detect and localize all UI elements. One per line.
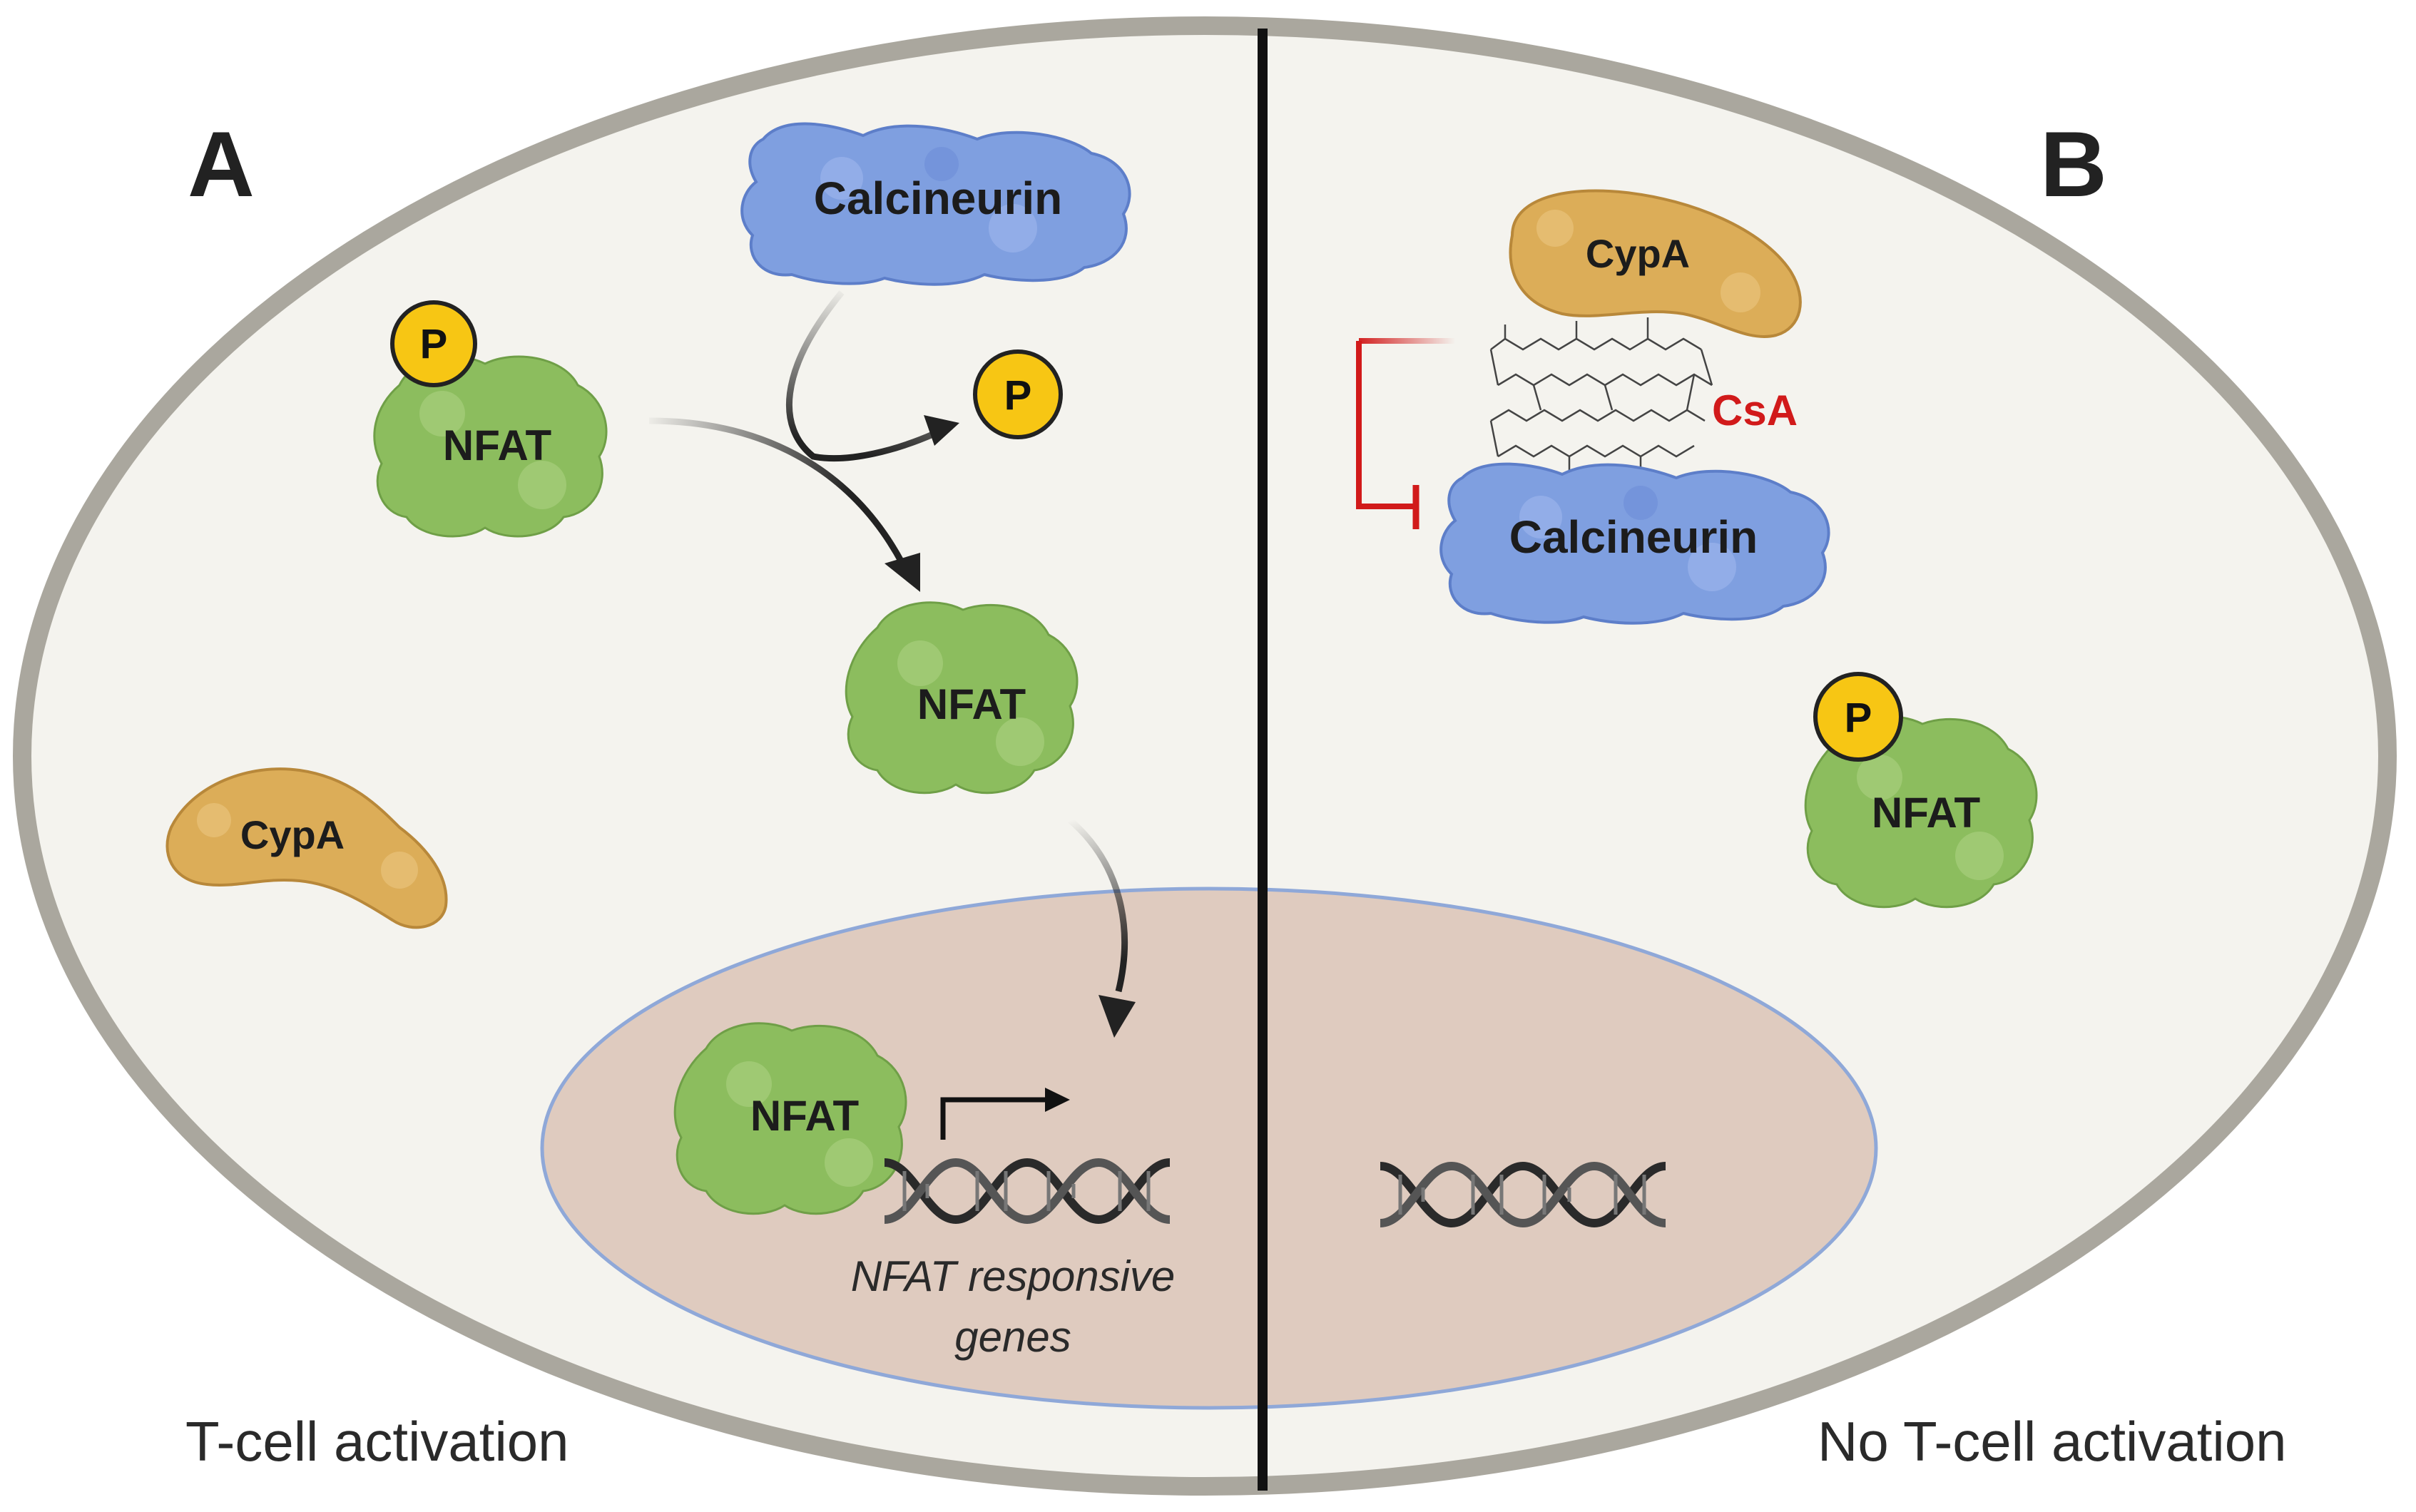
phosphate-badge-a1: P: [390, 300, 477, 387]
cell: [13, 16, 2397, 1496]
dna-helix-a: [884, 1158, 1171, 1225]
cypa-protein-a: CypA: [165, 767, 448, 929]
nfat-label-a2: NFAT: [917, 680, 1026, 728]
phosphate-badge-b: P: [1813, 672, 1903, 762]
nfat-label-b: NFAT: [1872, 789, 1980, 837]
transcription-start-arrow: [940, 1088, 1070, 1140]
nfat-nuclear-a: NFAT: [673, 1022, 907, 1215]
cypa-label-b: CypA: [1586, 231, 1690, 276]
nfat-label-a3: NFAT: [750, 1092, 859, 1140]
csa-label: CsA: [1712, 387, 1798, 434]
calcineurin-protein-a: Calcineurin: [740, 122, 1131, 286]
dna-helix-b: [1380, 1161, 1666, 1228]
svg-text:P: P: [1845, 695, 1872, 741]
dephosphorylation-arrows: [648, 290, 959, 592]
nfat-phosphorylated-b: NFAT: [1804, 715, 2038, 909]
svg-text:P: P: [1004, 372, 1032, 419]
cyclosporin-molecule: [1489, 317, 1713, 474]
calcineurin-label-a: Calcineurin: [814, 173, 1063, 224]
nucleus: [540, 887, 1878, 1410]
panel-b-letter: B: [2040, 112, 2107, 216]
panel-b-caption: No T-cell activation: [1818, 1410, 2287, 1473]
nuclear-import-arrow: [1068, 817, 1136, 1038]
cypa-protein-b: CypA: [1509, 189, 1802, 338]
svg-text:P: P: [420, 321, 448, 367]
panel-a-caption: T-cell activation: [185, 1410, 569, 1473]
genes-caption-line1: NFAT responsive: [851, 1252, 1176, 1300]
calcineurin-label-b: Calcineurin: [1509, 511, 1758, 563]
calcineurin-protein-b: Calcineurin: [1439, 462, 1830, 625]
nfat-phosphorylated-a: NFAT: [373, 355, 608, 538]
genes-caption-line2: genes: [954, 1313, 1071, 1361]
cypa-label-a: CypA: [240, 812, 345, 857]
panel-a-letter: A: [188, 112, 255, 216]
phosphate-free-a: P: [973, 349, 1063, 439]
nfat-dephosphorylated-a: NFAT: [845, 601, 1079, 795]
inhibition-symbol: [1356, 338, 1455, 529]
nfat-label-a1: NFAT: [443, 422, 551, 469]
